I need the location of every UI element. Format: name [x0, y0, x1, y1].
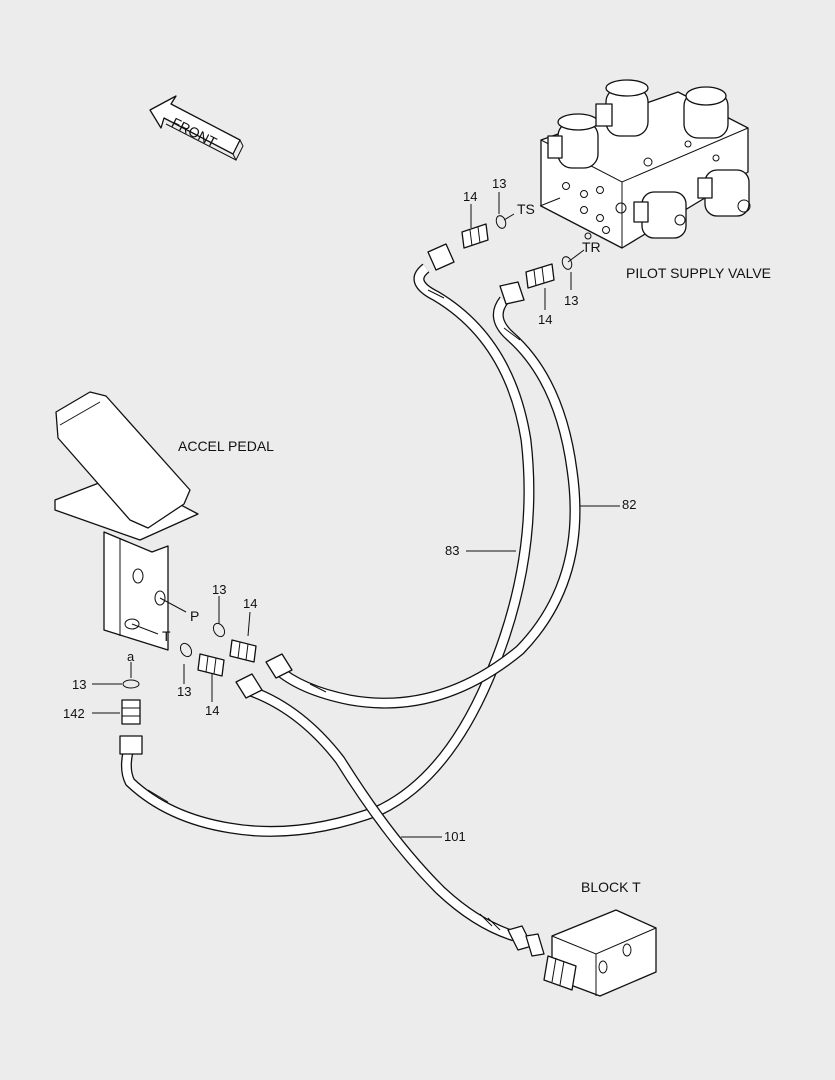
port-ts-label: TS [517, 201, 535, 217]
callout-13-valve-ts: 13 [492, 176, 507, 191]
port-tr-label: TR [582, 239, 601, 255]
hose-83 [120, 263, 535, 837]
block-t-drawing [543, 909, 657, 997]
callout-82: 82 [622, 497, 637, 512]
callout-14-pedal-t: 14 [205, 703, 220, 718]
callout-101: 101 [444, 829, 466, 844]
callout-83: 83 [445, 543, 460, 558]
callout-13-pedal-a: 13 [72, 677, 87, 692]
pilot-supply-valve-drawing [540, 79, 751, 249]
block-t-label: BLOCK T [581, 879, 641, 895]
callout-14-pedal-p: 14 [243, 596, 258, 611]
valve-fittings [461, 215, 573, 289]
callout-142: 142 [63, 706, 85, 721]
pedal-fittings [121, 622, 257, 725]
leader-lines [92, 192, 620, 838]
port-a-label: a [127, 649, 135, 664]
hose-82 [272, 296, 581, 709]
port-t-label: T [162, 628, 171, 644]
callout-14-valve-ts: 14 [463, 189, 478, 204]
callout-13-pedal-t: 13 [177, 684, 192, 699]
accel-pedal-drawing [54, 391, 199, 651]
callout-13-valve-tr: 13 [564, 293, 579, 308]
hose-end-fittings [119, 243, 545, 957]
callout-13-pedal-p: 13 [212, 582, 227, 597]
port-p-label: P [190, 608, 200, 624]
callout-14-valve-tr: 14 [538, 312, 553, 327]
accel-pedal-label: ACCEL PEDAL [178, 438, 274, 454]
front-arrow-icon [149, 95, 244, 162]
pilot-supply-valve-label: PILOT SUPPLY VALVE [626, 265, 771, 281]
hose-101 [246, 684, 516, 942]
